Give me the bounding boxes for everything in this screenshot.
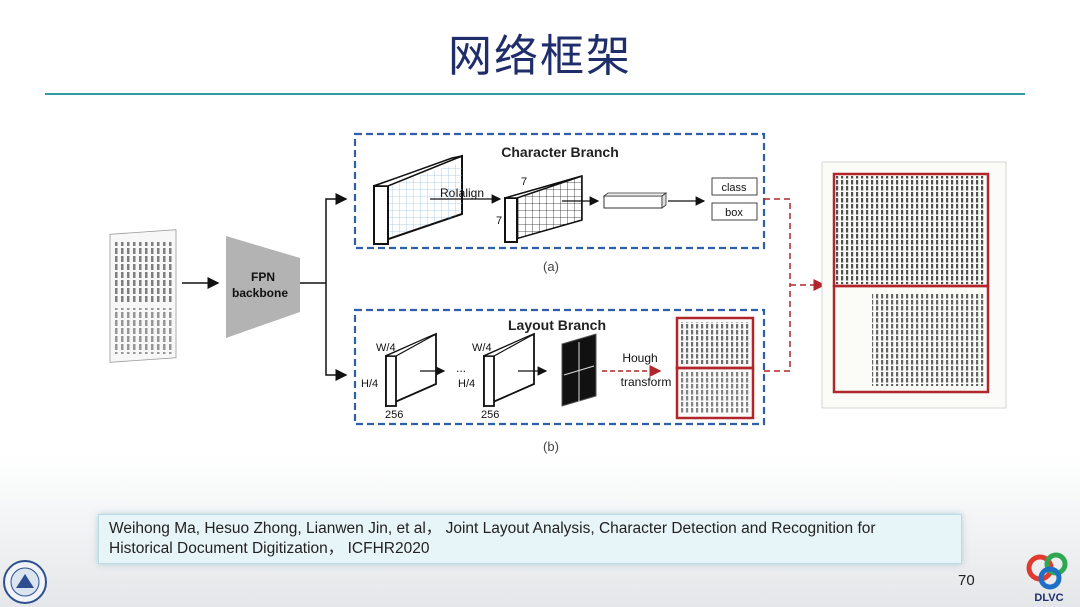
hough-label-2: transform — [621, 375, 672, 389]
layout-w1: W/4 — [376, 342, 396, 354]
backbone-label-1: FPN — [251, 270, 275, 284]
box-head-box — [711, 202, 758, 221]
page-number: 70 — [958, 572, 975, 589]
character-branch-title: Character Branch — [501, 144, 619, 160]
backbone-label-2: backbone — [232, 286, 288, 300]
character-branch-box — [353, 132, 766, 250]
layout-result-thumbnail — [675, 316, 755, 420]
split-connector — [300, 193, 348, 381]
hough-label-1: Hough — [622, 351, 657, 365]
title-divider — [45, 93, 1025, 95]
layout-c2: 256 — [481, 409, 499, 421]
citation-box: Weihong Ma, Hesuo Zhong, Lianwen Jin, et… — [98, 514, 962, 564]
fc-layer-block — [602, 192, 668, 209]
layout-feature-map-1 — [385, 332, 437, 408]
fpn-backbone-block — [226, 236, 300, 338]
caption-a: (a) — [543, 259, 559, 274]
layout-dots: ... — [456, 361, 466, 375]
university-seal-logo — [3, 560, 47, 604]
slide-title: 网络框架 — [448, 31, 632, 82]
layout-feature-map-2 — [483, 332, 535, 408]
output-connectors — [764, 198, 826, 372]
layout-branch-title: Layout Branch — [508, 317, 606, 333]
output-document-image — [821, 161, 1007, 409]
citation-line-1: Weihong Ma, Hesuo Zhong, Lianwen Jin, et… — [109, 520, 876, 537]
layout-mask-block — [561, 333, 597, 407]
dlvc-logo: DLVC — [1026, 552, 1068, 604]
dim-top-label: 7 — [521, 176, 527, 188]
dim-side-label: 7 — [496, 215, 502, 227]
caption-b: (b) — [543, 439, 559, 454]
class-head-box — [711, 177, 758, 196]
input-document-image — [109, 229, 177, 363]
box-head-label: box — [725, 207, 743, 219]
roialign-label: RoIalign — [440, 186, 484, 200]
roi-feature-block — [504, 175, 583, 243]
layout-h1: H/4 — [361, 378, 378, 390]
layout-branch-box — [353, 308, 766, 426]
layout-h2: H/4 — [458, 378, 475, 390]
dlvc-logo-text: DLVC — [1034, 592, 1063, 604]
layout-w2: W/4 — [472, 342, 492, 354]
class-head-label: class — [721, 182, 747, 194]
feature-map-block — [373, 154, 463, 246]
layout-c1: 256 — [385, 409, 403, 421]
citation-line-2: Historical Document Digitization， ICFHR2… — [109, 540, 430, 557]
